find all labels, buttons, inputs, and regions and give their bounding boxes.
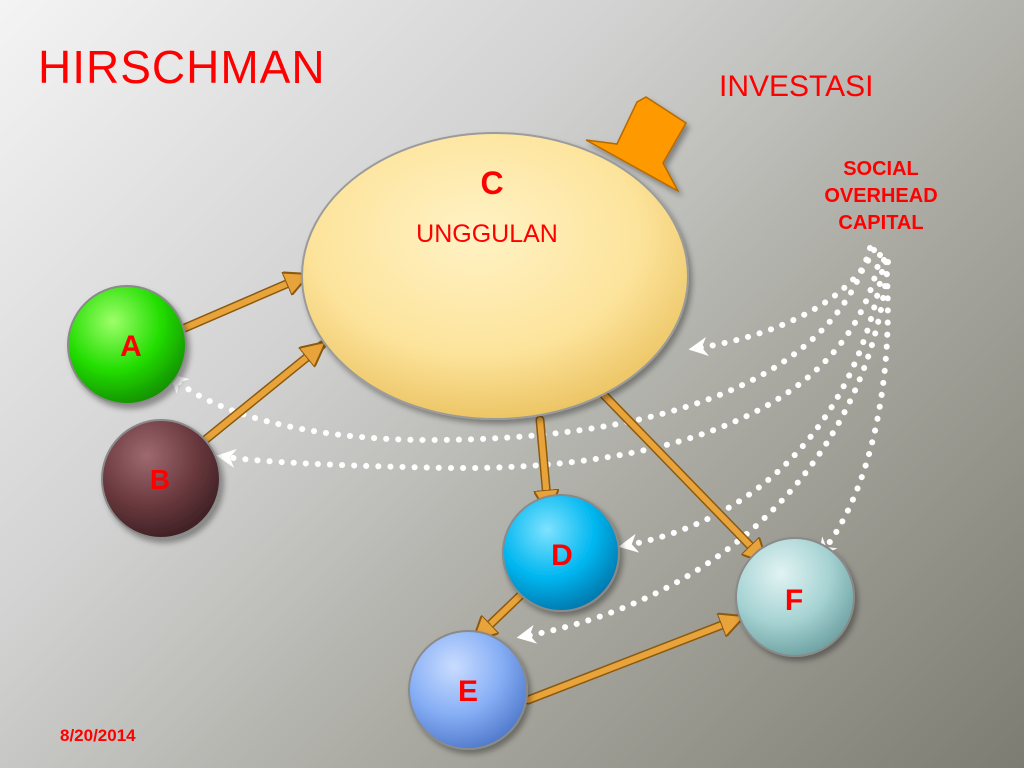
node-c-label: C [480, 165, 503, 201]
arrow-a-to-c [177, 276, 305, 333]
node-c-shape [301, 132, 689, 420]
social-overhead-line-1: SOCIAL [843, 158, 919, 180]
node-b: B [101, 419, 221, 539]
social-overhead-links [168, 245, 891, 644]
social-overhead-capital-label: SOCIAL OVERHEAD CAPITAL [800, 156, 962, 237]
node-c-unggulan: C UNGGULAN [301, 132, 689, 420]
node-a-label: A [120, 330, 142, 363]
node-e-shape [408, 630, 528, 750]
arrow-b-to-c [202, 345, 322, 443]
soc-link-to-c [688, 247, 877, 356]
slide-title: HIRSCHMAN [38, 41, 326, 93]
social-overhead-line-3: CAPITAL [838, 212, 924, 234]
node-f-label: F [785, 584, 803, 617]
node-d-shape [502, 494, 620, 612]
node-c-sublabel: UNGGULAN [416, 220, 558, 248]
soc-link-to-b [216, 252, 883, 472]
node-d: D [502, 494, 620, 612]
node-e-label: E [458, 675, 478, 708]
soc-link-to-e [516, 259, 891, 644]
social-overhead-line-2: OVERHEAD [824, 185, 938, 207]
slide-date: 8/20/2014 [60, 726, 136, 745]
investment-label: INVESTASI [719, 70, 874, 103]
node-f: F [735, 537, 855, 657]
arrow-d-to-e [476, 589, 527, 638]
investment-arrow [585, 96, 688, 193]
arrow-e-to-f [525, 618, 740, 703]
arrow-c-to-f [601, 392, 764, 560]
linkage-arrows [175, 276, 764, 705]
node-a-shape [67, 285, 187, 405]
soc-link-to-f [818, 259, 891, 558]
node-f-shape [735, 537, 855, 657]
node-b-shape [101, 419, 221, 539]
node-d-label: D [551, 539, 573, 572]
node-a: A [67, 285, 187, 405]
node-b-label: B [150, 464, 170, 495]
soc-link-to-d [618, 257, 887, 553]
arrow-c-to-d [540, 417, 548, 510]
node-e: E [408, 630, 528, 750]
soc-link-to-a [168, 245, 873, 444]
